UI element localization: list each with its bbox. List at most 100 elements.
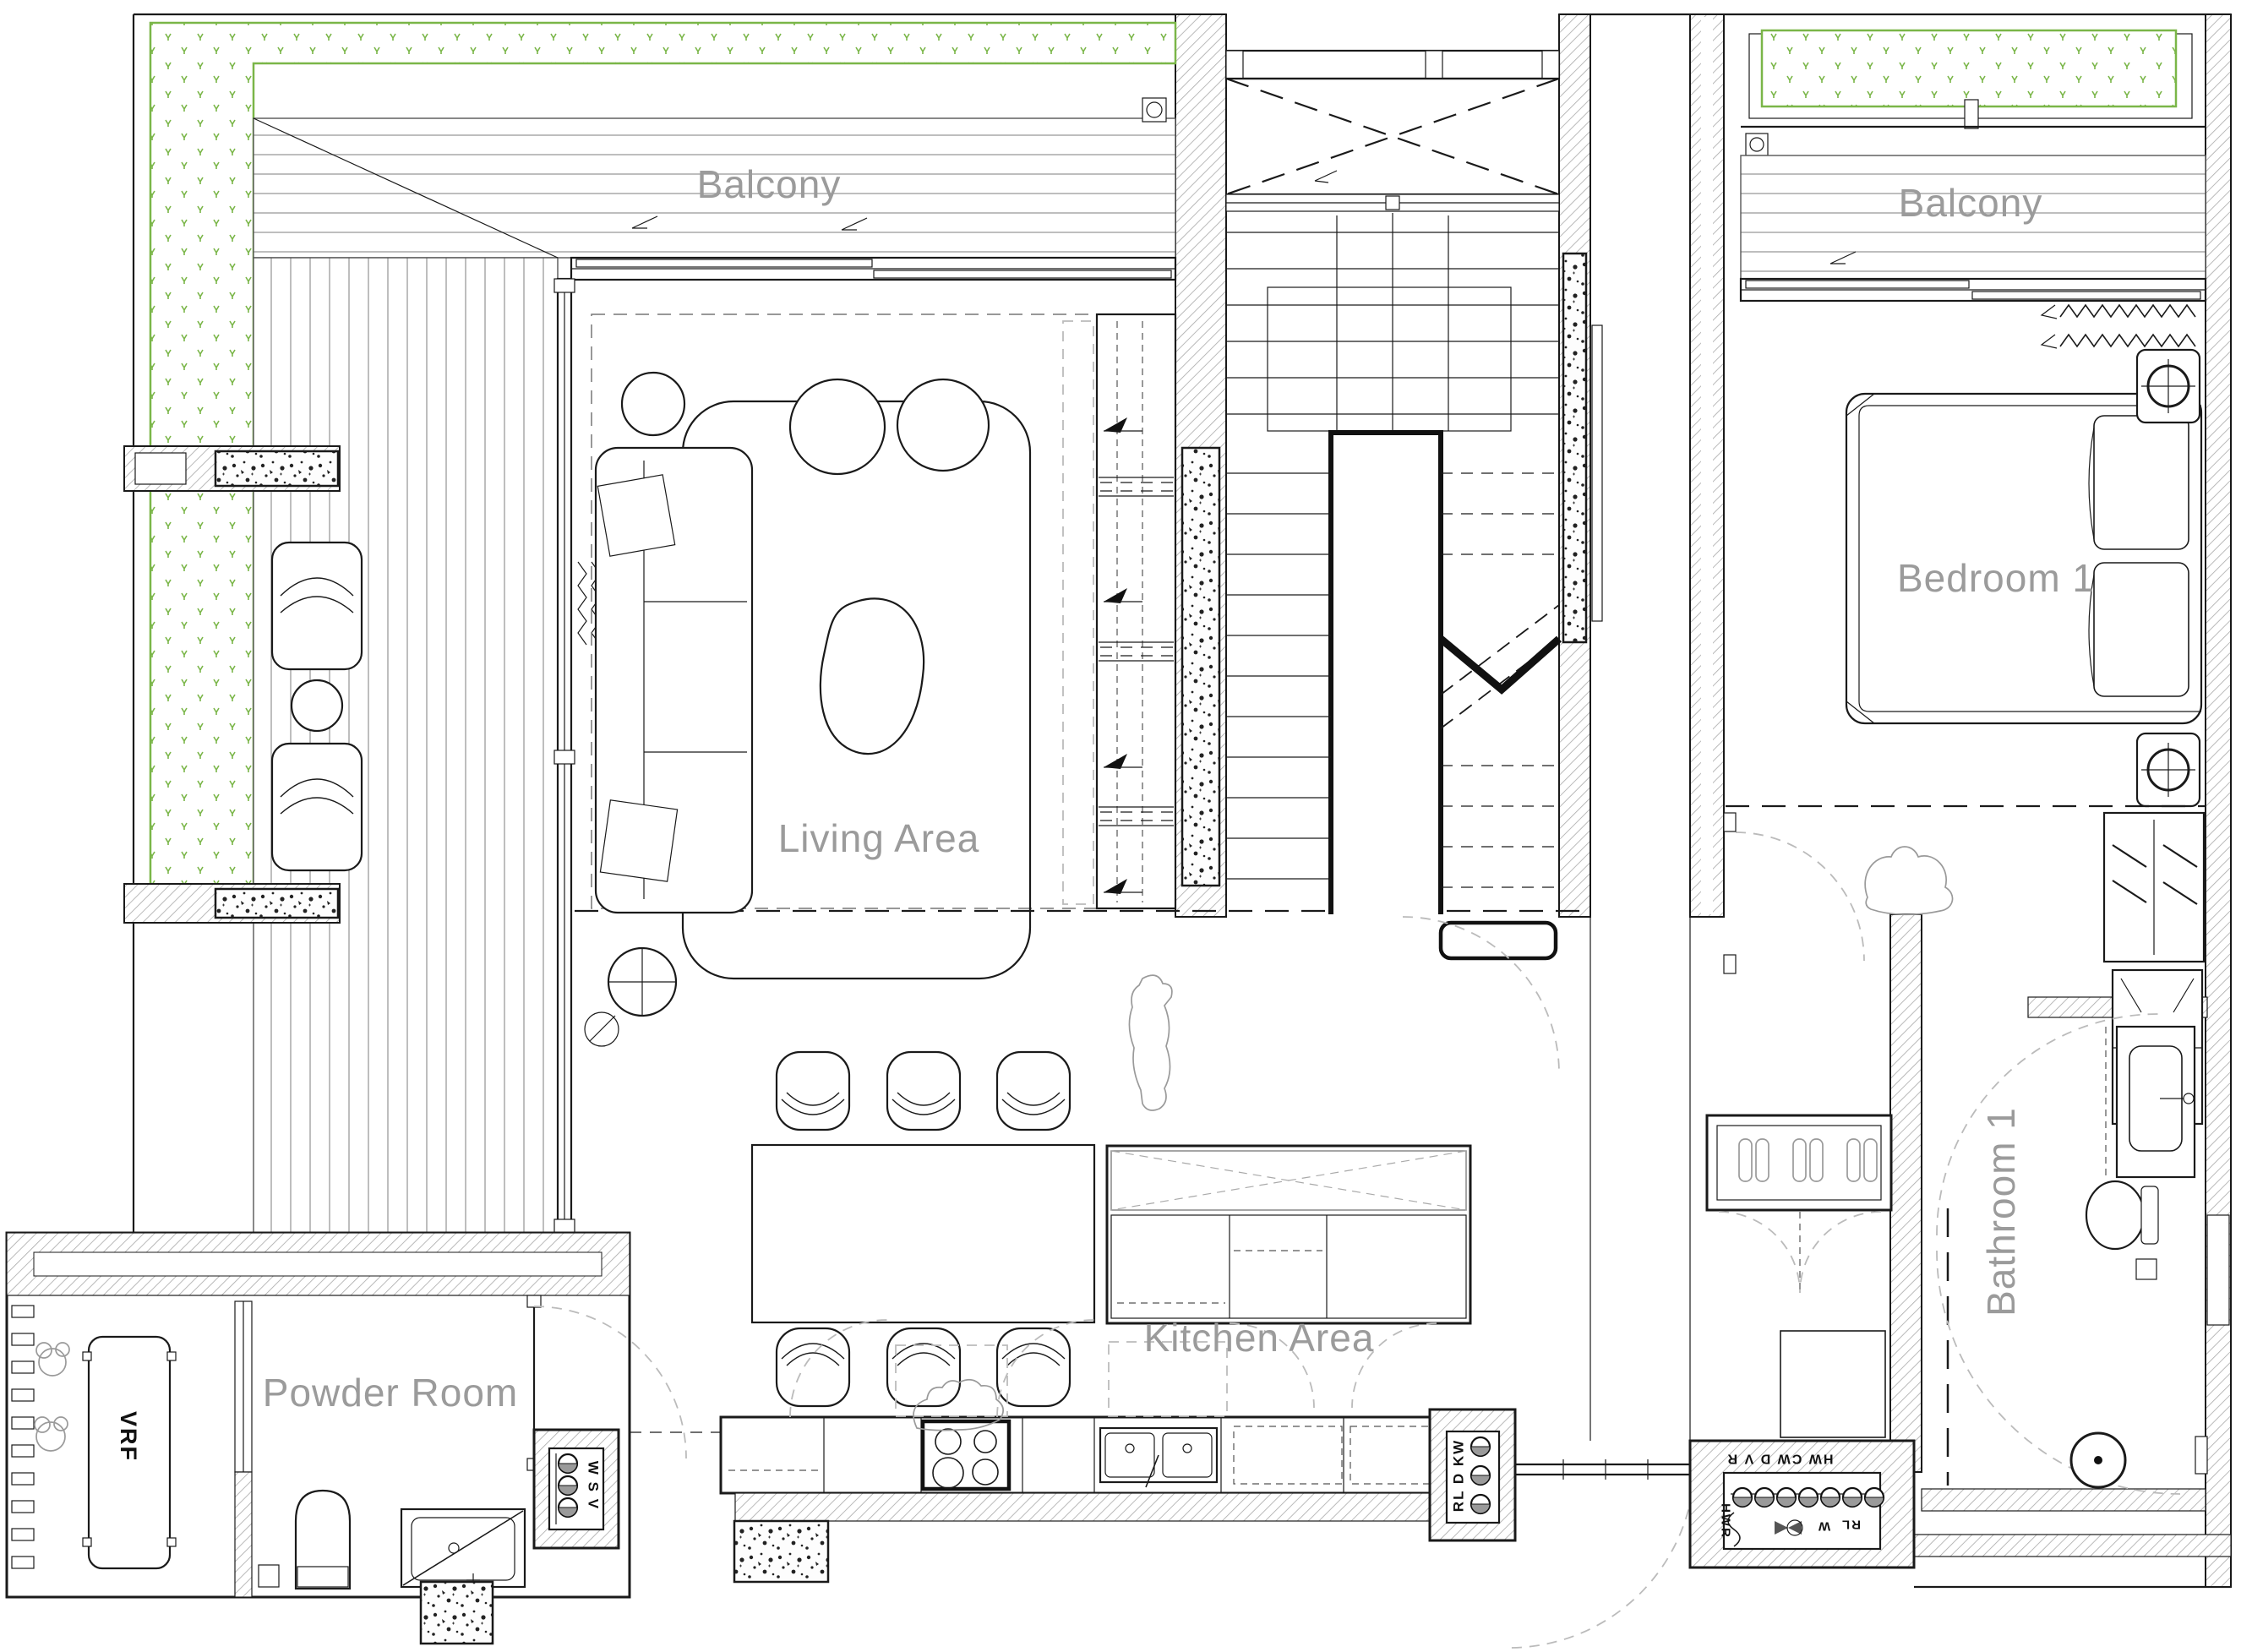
deck-miter [253,117,559,259]
wall-niche [2206,1214,2230,1326]
curtain-symbol [577,561,587,646]
door-swing [1718,1211,1882,1294]
wall-outer-right [2205,14,2232,1588]
sofa [594,446,754,914]
kitchen-area [419,974,1488,1645]
door-swing [1508,1474,1695,1649]
floor-lamp [584,946,678,1047]
nightstand [2135,348,2201,424]
powder-room-block [5,1231,687,1599]
pipe-icon [1863,1486,1885,1508]
vent-icon [631,215,658,229]
pipe-icon [1819,1486,1841,1508]
pouf [788,378,886,476]
riser-label-rldkw: RL D KW [1451,1439,1467,1512]
dining-table [750,1143,1096,1324]
pipe-icon [557,1453,579,1475]
room-label-living-area: Living Area [778,816,980,860]
door-swing [533,1306,687,1459]
pipe-icon [1470,1436,1491,1458]
wall-bathroom-left [1889,913,1922,1473]
bathroom-1 [1936,1013,2230,1495]
side-table [290,679,344,733]
shelf-arrow-icon [1104,417,1142,894]
shelving-unit [1062,313,1177,910]
pouf [896,378,990,472]
wardrobe [2102,811,2206,963]
pipe-icon [1470,1464,1491,1486]
pipe-icon [557,1475,579,1497]
stair-treads-up [1441,472,1559,888]
pipe-icon [557,1497,579,1518]
nightstand [2135,732,2201,808]
throw-pillow [599,799,679,882]
drain-icon [1142,97,1167,123]
stair-bench [1438,920,1558,961]
wash-basin [400,1508,526,1589]
coffee-table [819,597,925,755]
void-above [1224,49,1561,212]
pipe-icon [1753,1486,1775,1508]
stair-break-line [1440,604,1560,729]
pipe-icon [1731,1486,1753,1508]
vent-icon [841,217,868,231]
wall-stub-upper [123,445,341,492]
shower-fitting [2195,1436,2208,1475]
radiator-symbol [2040,303,2196,349]
toilet [2085,1180,2159,1251]
cabinet [1780,1330,1886,1438]
riser-label-rl: RL [1840,1518,1861,1532]
louver-vent [11,1305,35,1569]
dining-chair [886,1327,962,1408]
pet-silhouette [1864,846,1954,916]
room-label-kitchen-area: Kitchen Area [1144,1316,1375,1360]
pipe-loop-icon [1727,1512,1741,1547]
flush-plate [258,1564,280,1588]
pipe-icon [1841,1486,1863,1508]
counter-base [734,1492,1488,1522]
corridor-window [1591,324,1603,622]
room-label-balcony-left: Balcony [697,162,842,206]
bed [1845,392,2203,725]
room-label-bedroom-1: Bedroom 1 [1897,556,2095,600]
riser-shaft-kitchen [1428,1408,1517,1542]
vrf-unit [82,1335,177,1570]
stair-treads-down [1226,472,1331,880]
bedroom-1 [1723,303,2206,974]
planter-right [1760,29,2178,108]
dining-chair [775,1050,851,1131]
shoe-cabinet [1705,1114,1893,1212]
door-swing [1229,1322,1437,1409]
riser-label-header: HW CW D V R [1726,1452,1834,1466]
wall-cabinet-dashed [895,1344,1008,1417]
vanity-sink [2105,1025,2196,1179]
wall-cabinet-dashed [1108,1341,1228,1417]
wall-stub-lower [123,883,341,924]
spray-outlet-icon [2135,1258,2157,1280]
pipe-icon [1797,1486,1819,1508]
kitchen-counter [719,1415,1488,1522]
deck-right [1740,155,2206,280]
staircase [1226,213,1562,1074]
pouf [620,371,686,437]
balcony-left [123,21,1177,1235]
kitchen-sink [1099,1426,1219,1488]
kitchen-island [1105,1144,1472,1409]
room-label-balcony-right: Balcony [1899,181,2043,225]
deck-top [253,117,1176,259]
cooktop [920,1419,1011,1491]
pillow [2093,415,2189,550]
plant-silhouette [34,1342,70,1452]
structure-walls [132,13,2233,1589]
door-swing [1735,831,1865,962]
balcony-right [1739,29,2207,303]
riser-shaft-powder [532,1428,620,1550]
concrete-pier [733,1519,830,1584]
room-label-bathroom-1: Bathroom 1 [1979,1107,2023,1317]
pet-silhouette [913,1378,1004,1431]
stair-core [1224,49,1603,1074]
pipe-icon [1470,1493,1491,1515]
corridor-sliding-door [1508,1459,1695,1649]
